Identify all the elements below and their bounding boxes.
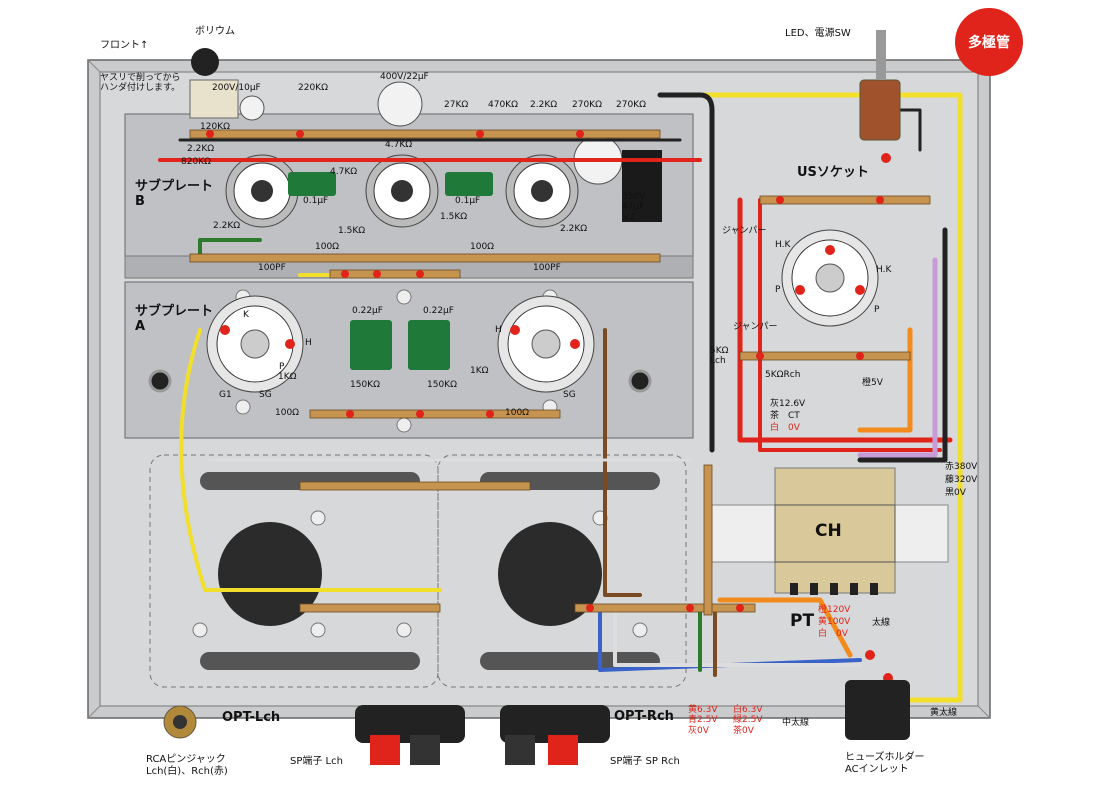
resistor-150k-b-label: 150KΩ [427, 380, 457, 390]
resistor-1-5k-b-label: 1.5KΩ [440, 212, 468, 222]
resistor-5k-rch-label: 5KΩRch [765, 370, 801, 380]
resistor-2-2k-b1-label: 2.2KΩ [213, 221, 241, 231]
gray-12-6v-label: 灰12.6V [770, 399, 806, 409]
purple-320v-label: 藤320V [945, 475, 978, 485]
resistor-1-5k-a-label: 1.5KΩ [338, 226, 366, 236]
resistor-2-2k-top-label: 2.2KΩ [530, 100, 558, 110]
pt-white-0v-label: 白 0V [818, 629, 848, 639]
cap-100pf-b-label: 100PF [533, 263, 561, 273]
resistor-470k-label: 470KΩ [488, 100, 518, 110]
jumper-b-label: ジャンパー [733, 322, 778, 332]
cap-0-22uf-b-label: 0.22μF [423, 306, 454, 316]
resistor-27k-label: 27KΩ [444, 100, 469, 110]
solder-points [206, 127, 893, 683]
cap-0-1uf-b-label: 0.1μF [455, 196, 481, 206]
jumper-a-label: ジャンパー [722, 226, 767, 236]
resistor-5k-lch-label: 5KΩ Lch [710, 346, 729, 367]
sp-terminal-rch-label: SP端子 SP Rch [610, 756, 680, 767]
resistor-820k-label: 820KΩ [181, 157, 211, 167]
us-socket-label: USソケット [797, 165, 869, 180]
front-panel [163, 30, 910, 765]
cap-200v10uf-label: 200V/10μF [212, 83, 261, 93]
tag-strips [189, 129, 931, 616]
resistor-2-2k-b2-label: 2.2KΩ [560, 224, 588, 234]
resistor-150k-a-label: 150KΩ [350, 380, 380, 390]
hk-left-label: H.K [775, 240, 791, 250]
pin-k-label: K [243, 310, 249, 320]
resistor-1k-b-label: 1KΩ [470, 366, 489, 376]
sp-terminal-lch-label: SP端子 Lch [290, 756, 343, 767]
p-left-label: P [775, 285, 781, 295]
orange-5v-label: 橙5V [862, 378, 883, 388]
pt-orange-120v-label: 橙120V [818, 605, 851, 615]
resistor-100-b-label: 100Ω [470, 242, 495, 252]
resistor-4-7k-a-label: 4.7KΩ [330, 167, 358, 177]
multi-pole-badge: 多極管 [955, 8, 1023, 76]
wires [158, 92, 963, 703]
led-switch-label: LED、電源SW [785, 28, 851, 39]
yellow-thick-wire-label: 黄太線 [930, 708, 958, 718]
thick-wire-label: 太線 [872, 618, 891, 628]
resistor-100-a-label: 100Ω [315, 242, 340, 252]
rca-jack-label: RCAピンジャック Lch(白)、Rch(赤) [146, 754, 228, 777]
cap-350v-label: 350V 47μF ×2 [622, 192, 646, 223]
file-note-label: ヤスリで削ってから ハンダ付けします。 [100, 73, 181, 94]
resistor-2-2k-left-label: 2.2KΩ [187, 144, 215, 154]
tube-sockets [206, 154, 879, 393]
pin-h2-label: H [495, 325, 502, 335]
pin-h-label: H [305, 338, 312, 348]
pin-p-label: P [279, 362, 285, 372]
choke-transformer [711, 467, 949, 595]
heater-r-label: 白6.3V 緑2.5V 茶0V [733, 705, 763, 736]
resistor-100-c-label: 100Ω [275, 408, 300, 418]
cap-0-22uf-a-label: 0.22μF [352, 306, 383, 316]
resistor-270k-b-label: 270KΩ [616, 100, 646, 110]
opt-lch-label: OPT-Lch [222, 710, 281, 725]
cap-400v22uf-label: 400V/22μF [380, 72, 429, 82]
white-0v-label: 白 0V [770, 423, 800, 433]
resistor-220k-label: 220KΩ [298, 83, 328, 93]
pt-label: PT [790, 611, 815, 631]
black-0v-label: 黒0V [945, 488, 966, 498]
cap-0-1uf-a-label: 0.1μF [303, 196, 329, 206]
medium-thick-wire-label: 中太線 [782, 718, 810, 728]
resistor-120k-label: 120KΩ [200, 122, 230, 132]
pin-sg2-label: SG [563, 390, 576, 400]
opt-rch-label: OPT-Rch [614, 709, 674, 724]
fuse-holder-label: ヒューズホルダー ACインレット [845, 752, 925, 775]
brown-ct-label: 茶 CT [770, 411, 800, 421]
p-right-label: P [874, 305, 880, 315]
pin-sg-label: SG [259, 390, 272, 400]
resistor-1k-a-label: 1KΩ [278, 372, 297, 382]
volume-label: ボリウム [195, 26, 235, 37]
cap-100pf-a-label: 100PF [258, 263, 286, 273]
hk-right-label: H.K [876, 265, 892, 275]
heater-l-label: 黄6.3V 青2.5V 灰0V [688, 705, 718, 736]
pt-yellow-100v-label: 黄100V [818, 617, 851, 627]
red-380v-label: 赤380V [945, 462, 978, 472]
resistor-100-d-label: 100Ω [505, 408, 530, 418]
pin-g1-label: G1 [219, 390, 232, 400]
subplate-a-label: サブプレート A [135, 304, 214, 334]
resistor-4-7k-b-label: 4.7KΩ [385, 140, 413, 150]
subplate-b-label: サブプレート B [135, 179, 214, 209]
front-label: フロント↑ [100, 40, 149, 51]
choke-label: CH [815, 521, 842, 541]
resistor-270k-a-label: 270KΩ [572, 100, 602, 110]
